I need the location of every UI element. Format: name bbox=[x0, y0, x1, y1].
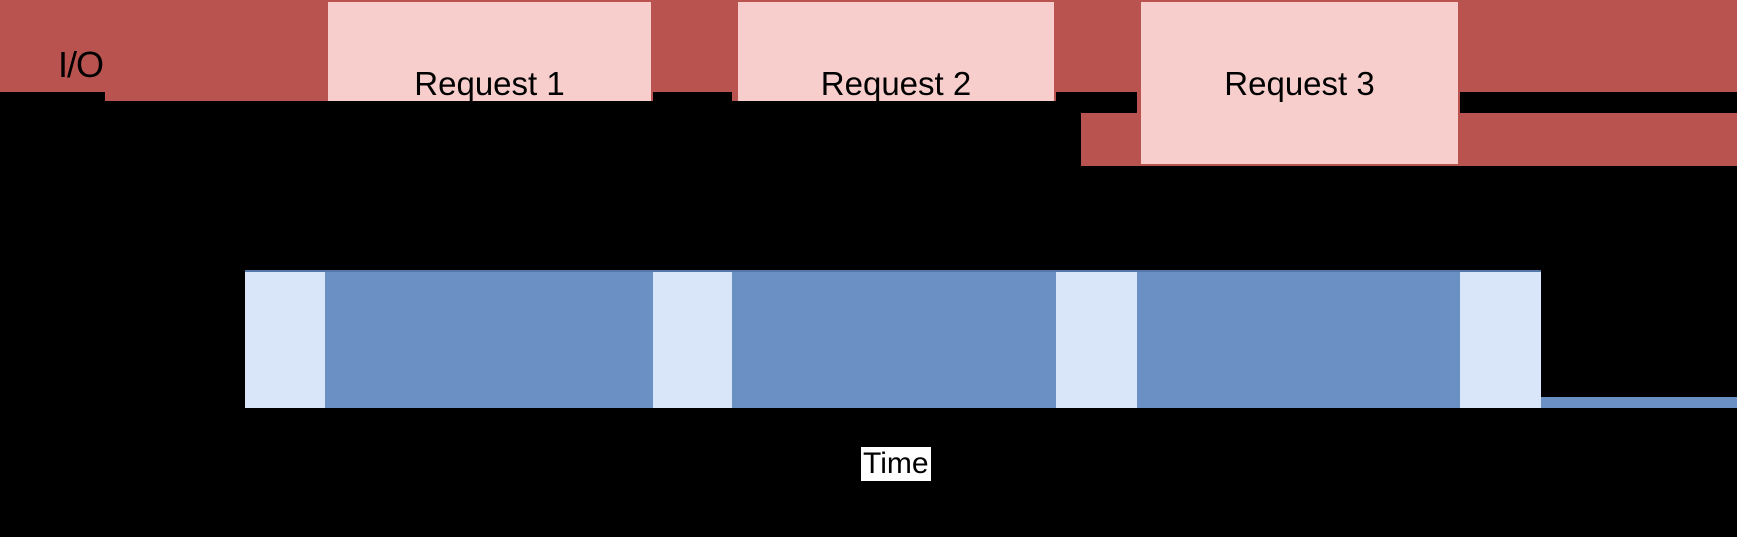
cpu-idle-segment-1 bbox=[245, 270, 325, 408]
io-band-lower-mask bbox=[0, 101, 1081, 167]
request-box-3[interactable]: Request 3 bbox=[1139, 0, 1460, 166]
request-box-1-label: Request 1 bbox=[414, 64, 565, 102]
connector-bar-2 bbox=[1056, 92, 1137, 113]
io-track-bottom-mask bbox=[0, 166, 1737, 270]
io-band-segment-3 bbox=[1460, 0, 1737, 166]
request-box-2-label: Request 2 bbox=[820, 64, 972, 102]
connector-bar-3 bbox=[1460, 92, 1737, 113]
connector-bar-0 bbox=[0, 92, 105, 113]
cpu-track-right-mask bbox=[1541, 270, 1737, 397]
cpu-idle-segment-3 bbox=[1056, 270, 1137, 408]
cpu-busy-tail-block bbox=[1541, 397, 1737, 408]
connector-bar-1 bbox=[653, 92, 732, 113]
cpu-idle-segment-2 bbox=[653, 270, 732, 408]
request-box-3-label: Request 3 bbox=[1224, 64, 1375, 102]
io-axis-label: I/O bbox=[58, 44, 104, 85]
cpu-idle-segment-4 bbox=[1460, 270, 1541, 408]
time-axis-label: Time bbox=[861, 447, 931, 481]
